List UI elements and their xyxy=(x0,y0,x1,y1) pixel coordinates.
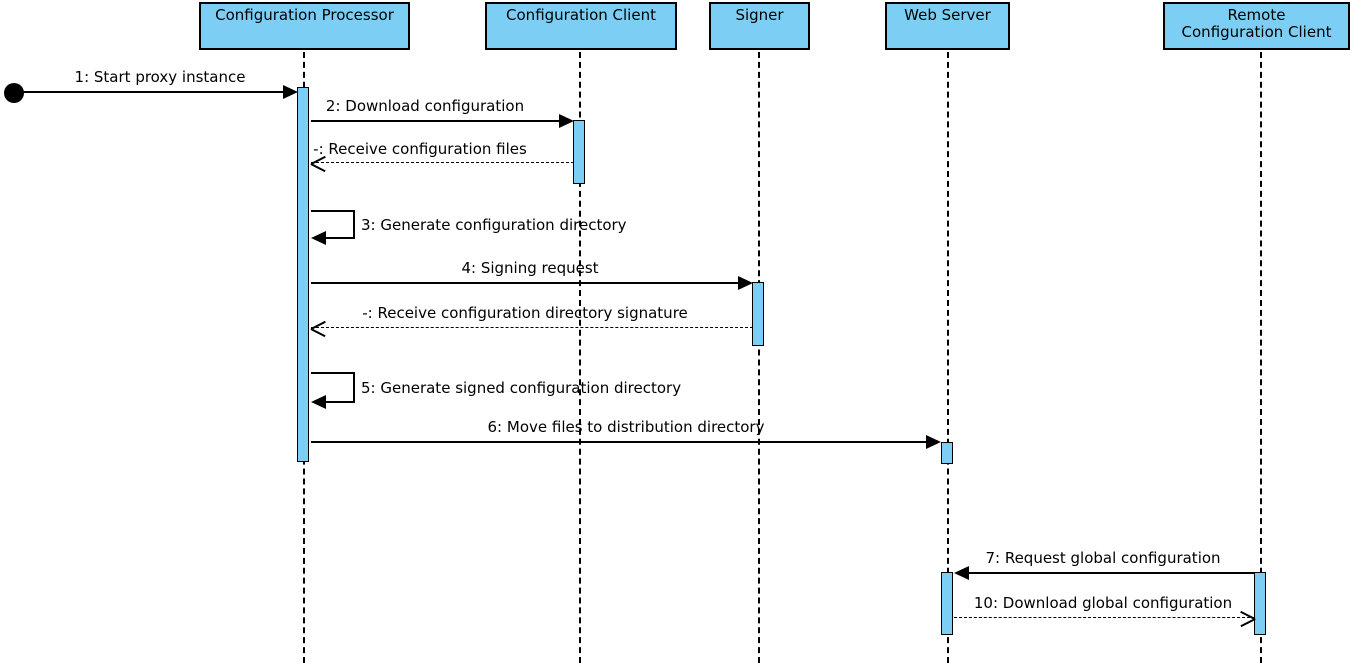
message-6-line xyxy=(311,441,927,443)
actor-box-configuration-processor: Configuration Processor xyxy=(199,2,410,50)
actor-label-configuration-client: Configuration Client xyxy=(506,6,656,24)
return-2-arrowhead-icon xyxy=(311,320,327,336)
message-5-line-right xyxy=(353,372,355,402)
activation-web-server-2 xyxy=(941,572,953,635)
message-5-arrowhead-icon xyxy=(311,395,326,409)
message-3-line-top xyxy=(311,210,355,212)
activation-configuration-client xyxy=(573,120,585,184)
message-3-label: 3: Generate configuration directory xyxy=(361,216,627,234)
lifeline-remote-configuration-client xyxy=(1260,52,1262,663)
message-3-line-bottom xyxy=(325,237,355,239)
actor-box-web-server: Web Server xyxy=(885,2,1010,50)
message-4-label: 4: Signing request xyxy=(461,259,599,277)
message-5-label: 5: Generate signed configuration directo… xyxy=(361,379,682,397)
message-10-label: 10: Download global configuration xyxy=(973,594,1233,612)
message-7-arrowhead-icon xyxy=(954,566,969,580)
message-3-line-right xyxy=(353,210,355,238)
activation-configuration-processor xyxy=(297,87,309,462)
message-5-line-bottom xyxy=(325,401,355,403)
return-1-label: -: Receive configuration files xyxy=(313,140,527,158)
return-1-line xyxy=(311,162,574,163)
message-1-arrowhead-icon xyxy=(283,85,298,99)
actor-box-remote-configuration-client: Remote Configuration Client xyxy=(1163,2,1350,50)
actor-box-signer: Signer xyxy=(709,2,810,50)
message-4-line xyxy=(311,282,739,284)
return-2-line xyxy=(311,327,753,328)
message-2-arrowhead-icon xyxy=(559,114,574,128)
return-2-label: -: Receive configuration directory signa… xyxy=(362,304,688,322)
message-10-line xyxy=(954,617,1255,618)
lifeline-web-server xyxy=(947,52,949,663)
activation-signer xyxy=(752,282,764,346)
message-7-line xyxy=(968,572,1255,574)
message-7-label: 7: Request global configuration xyxy=(985,549,1221,567)
lifeline-signer xyxy=(758,52,760,663)
actor-label-remote-configuration-client: Remote Configuration Client xyxy=(1181,6,1332,41)
initial-node-icon xyxy=(4,83,24,103)
message-3-arrowhead-icon xyxy=(311,231,326,245)
message-4-arrowhead-icon xyxy=(738,276,753,290)
lifeline-configuration-client xyxy=(579,52,581,663)
actor-label-signer: Signer xyxy=(735,6,784,24)
message-6-arrowhead-icon xyxy=(926,435,941,449)
message-1-line xyxy=(23,91,283,93)
actor-box-configuration-client: Configuration Client xyxy=(485,2,677,50)
message-1-label: 1: Start proxy instance xyxy=(74,68,246,86)
actor-label-configuration-processor: Configuration Processor xyxy=(215,6,394,24)
message-2-line xyxy=(311,120,560,122)
message-10-arrowhead-icon xyxy=(1239,610,1255,626)
message-2-label: 2: Download configuration xyxy=(325,97,525,115)
activation-web-server-1 xyxy=(941,442,953,464)
activation-remote-configuration-client xyxy=(1254,572,1266,635)
actor-label-web-server: Web Server xyxy=(904,6,991,24)
message-5-line-top xyxy=(311,372,355,374)
message-6-label: 6: Move files to distribution directory xyxy=(487,418,765,436)
